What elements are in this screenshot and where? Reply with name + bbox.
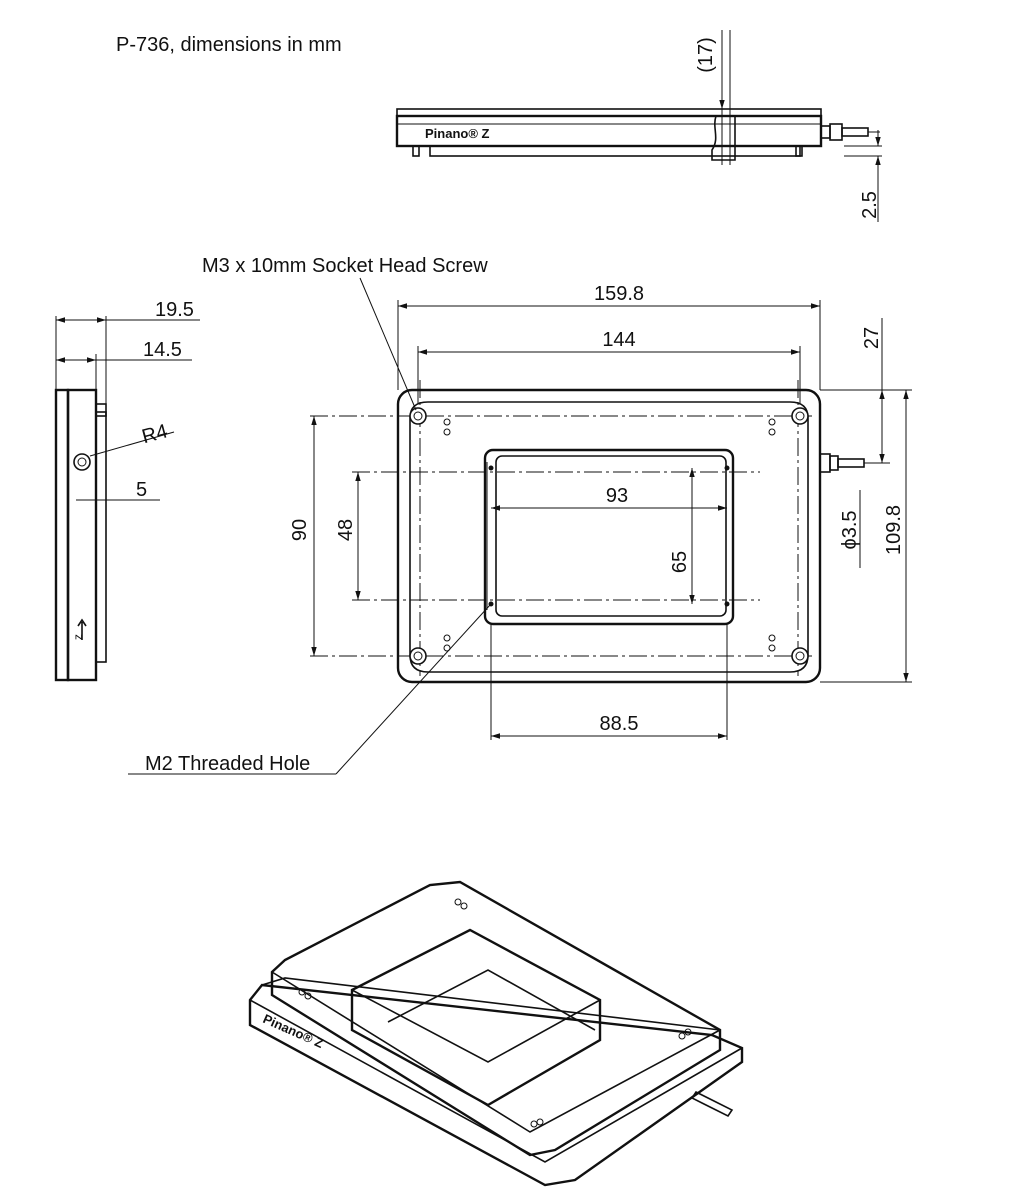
screw-icon	[409, 647, 427, 665]
dim-109-8: 109.8	[883, 505, 905, 555]
dim-27: 27	[861, 327, 883, 349]
hole-pair-icon	[768, 634, 776, 652]
brand-label: Pinano® Z	[425, 126, 490, 141]
dim-19-5: 19.5	[155, 299, 194, 321]
dim-159-8: 159.8	[594, 283, 644, 305]
isometric-view: Pinano® Z	[248, 880, 744, 1187]
top-elevation-view: 2.5 (17) Pinano® Z	[395, 30, 882, 222]
brand-iso-label: Pinano® Z	[261, 1011, 326, 1051]
left-side-view: 19.5 14.5 R4 5 z	[54, 299, 200, 682]
drawing-caption: P-736, dimensions in mm	[116, 34, 342, 56]
dim-phi-3-5: ϕ3.5	[839, 510, 861, 549]
screw-icon	[791, 407, 809, 425]
hole-pair-icon	[768, 418, 776, 436]
dim-88-5: 88.5	[600, 713, 639, 735]
dim-r4: R4	[140, 420, 170, 448]
callout-thread: M2 Threaded Hole	[145, 753, 310, 775]
dim-2-5: 2.5	[859, 191, 881, 219]
screw-icon	[791, 647, 809, 665]
dim-144: 144	[602, 329, 635, 351]
dim-65: 65	[669, 551, 691, 573]
hole-pair-icon	[443, 634, 451, 652]
dim-93: 93	[606, 485, 628, 507]
axis-z-label: z	[71, 634, 85, 640]
dim-48: 48	[335, 519, 357, 541]
dim-5: 5	[136, 479, 147, 501]
screw-icon	[409, 407, 427, 425]
dim-14-5: 14.5	[143, 339, 182, 361]
hole-pair-icon	[443, 418, 451, 436]
dim-17: (17)	[695, 37, 717, 73]
plan-view: 159.8 144 93 65 90 48 88.5 27 109.8	[128, 255, 912, 775]
callout-screw: M3 x 10mm Socket Head Screw	[202, 255, 488, 277]
dim-90: 90	[289, 519, 311, 541]
z-axis-arrow-icon: z	[71, 618, 87, 640]
